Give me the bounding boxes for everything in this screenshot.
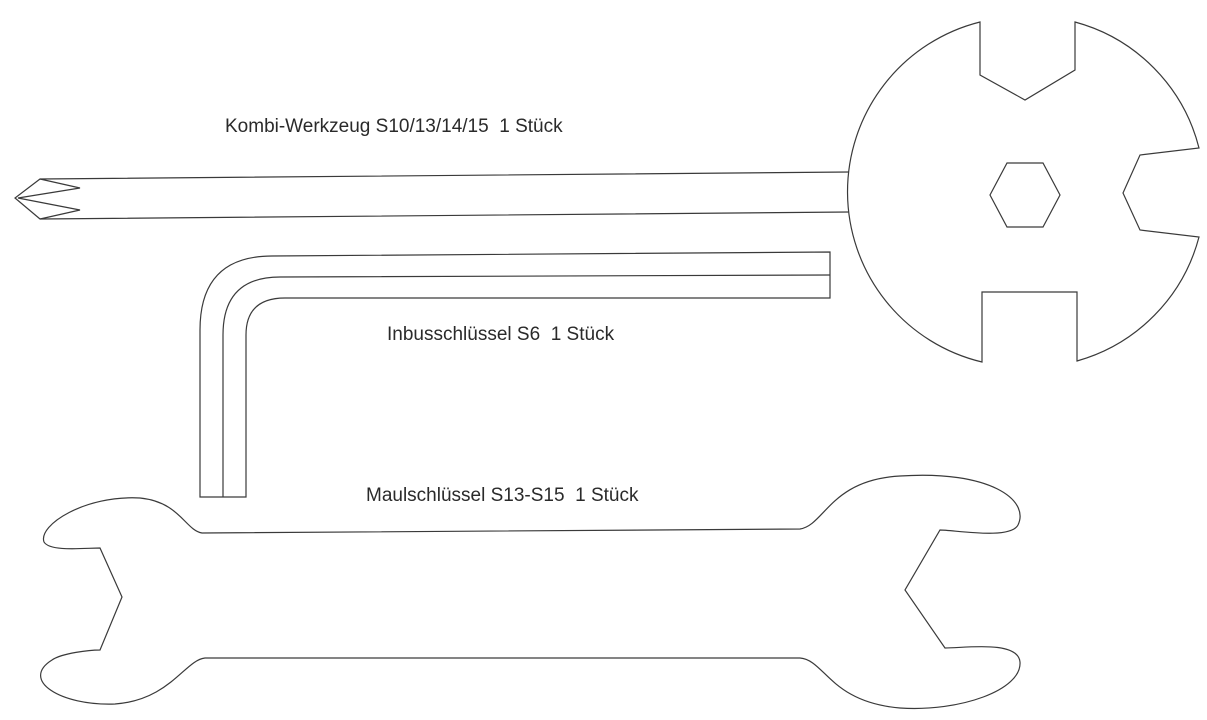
- hex-key-label: Inbusschlüssel S6 1 Stück: [387, 324, 615, 345]
- wrench-outline: [40, 474, 1021, 710]
- combi-tool: [14, 21, 1200, 363]
- combi-tool-shaft: [14, 171, 850, 220]
- hex-key-outer: [199, 251, 831, 498]
- combi-tool-label: Kombi-Werkzeug S10/13/14/15 1 Stück: [225, 116, 563, 137]
- open-end-wrench: [40, 474, 1021, 710]
- combi-tool-head: [846, 21, 1200, 363]
- combi-tool-tip: [17, 178, 81, 220]
- hex-key: [199, 251, 831, 498]
- combi-tool-hex-hole: [989, 162, 1061, 228]
- hex-key-facet: [222, 274, 831, 497]
- wrench-label: Maulschlüssel S13-S15 1 Stück: [366, 485, 639, 506]
